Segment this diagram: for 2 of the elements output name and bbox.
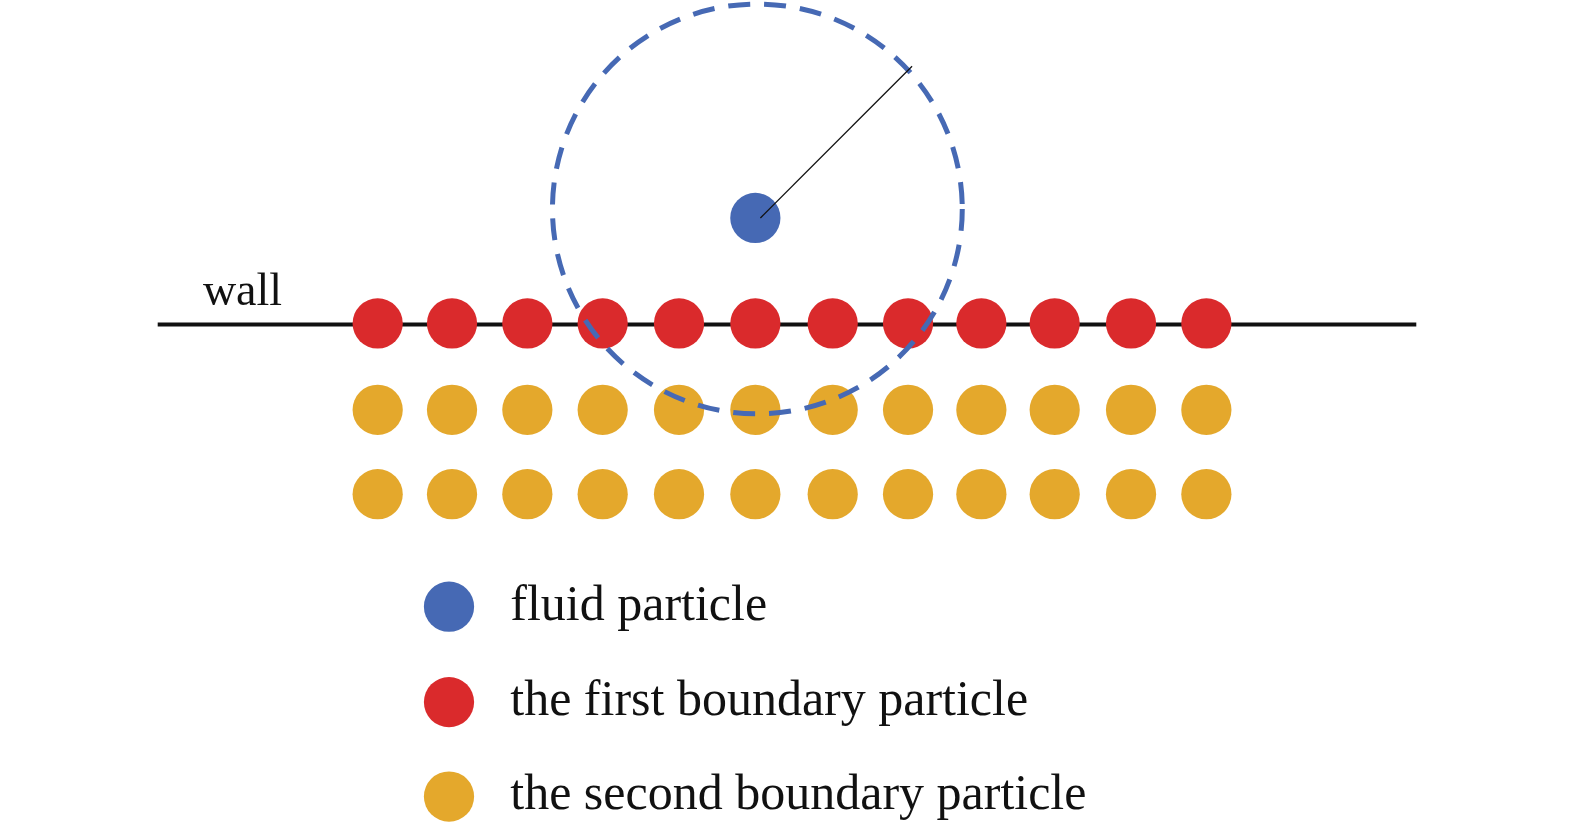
- legend-label: the second boundary particle: [510, 767, 1087, 818]
- wall-label: wall: [202, 267, 283, 314]
